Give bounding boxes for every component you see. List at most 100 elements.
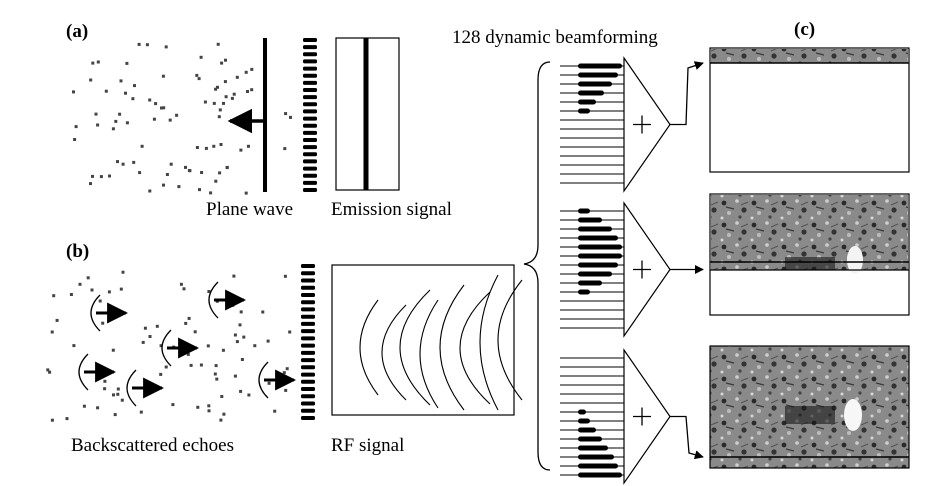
- scatterer-dot: [116, 392, 120, 396]
- output-arrow: [670, 415, 704, 460]
- scatterer-dot: [253, 344, 257, 348]
- transducer-element: [303, 145, 317, 150]
- rf-echo-curve: [479, 274, 499, 411]
- scatterer-dot: [148, 335, 152, 338]
- scatterer-dot: [116, 160, 119, 164]
- beamforming-label: 128 dynamic beamforming: [452, 27, 658, 48]
- echo-arc: [126, 369, 137, 407]
- scatterer-dot: [169, 162, 173, 166]
- scatterer-dot: [131, 97, 135, 101]
- scatterer-dot: [90, 288, 94, 292]
- scatterer-dot: [232, 274, 236, 278]
- scatterer-dot: [140, 144, 144, 148]
- scatterers-a: [72, 42, 292, 195]
- scatterer-dot: [199, 55, 203, 59]
- transducer-element: [303, 59, 317, 64]
- scatterer-dot: [284, 388, 288, 392]
- scatterer-dot: [204, 146, 208, 150]
- scatterer-dot: [96, 123, 100, 127]
- scatterer-dot: [159, 344, 163, 348]
- scatterer-dot: [168, 118, 172, 122]
- scatterer-dot: [82, 404, 86, 408]
- transducer-element: [303, 88, 317, 92]
- scatterer-dot: [242, 335, 246, 339]
- scatterer-dot: [195, 146, 199, 149]
- transducer-element: [301, 314, 315, 319]
- scatterer-dot: [65, 417, 69, 421]
- scatterers-b: [46, 270, 292, 422]
- scatterer-dot: [91, 61, 95, 65]
- scatterer-dot: [225, 165, 229, 169]
- scatterer-dot: [111, 348, 115, 352]
- scatterer-dot: [247, 144, 250, 148]
- scatterer-dot: [195, 73, 199, 77]
- scatterer-dot: [46, 368, 50, 372]
- bmode-image-2-shadow: [785, 257, 835, 270]
- bmode-image-3-target: [844, 399, 862, 431]
- scatterer-dot: [177, 185, 181, 189]
- transducer-element: [301, 394, 315, 399]
- scatterer-dot: [244, 70, 248, 74]
- scatterer-dot: [289, 115, 292, 119]
- scatterer-dot: [99, 175, 103, 179]
- scatterer-dot: [239, 389, 243, 393]
- scatterer-dot: [113, 413, 117, 417]
- scatterer-dot: [209, 191, 213, 195]
- echo-arc: [208, 281, 219, 319]
- rf-echo-curve: [439, 284, 465, 411]
- scatterer-dot: [222, 412, 226, 416]
- output-arrow: [670, 61, 704, 126]
- scatterer-dot: [212, 101, 216, 105]
- scatterer-dot: [213, 372, 217, 376]
- scatterer-dot: [119, 79, 123, 83]
- delay-bar: [578, 108, 590, 114]
- transducer-element: [303, 102, 317, 107]
- scatterer-dot: [239, 148, 243, 152]
- scatterer-dot: [50, 330, 54, 334]
- scatterer-dot: [143, 326, 147, 330]
- transducer-element: [301, 321, 315, 326]
- scatterer-dot: [285, 367, 289, 371]
- scatterer-dot: [223, 80, 227, 84]
- scatterer-dot: [216, 42, 220, 46]
- scatterer-dot: [94, 112, 98, 116]
- transducer-element: [301, 387, 315, 391]
- transducer-element: [303, 109, 317, 114]
- scatterer-dot: [288, 330, 292, 334]
- delay-bar: [578, 253, 622, 259]
- delay-bar: [578, 99, 596, 105]
- bmode-image-1-speckle: [711, 49, 908, 63]
- scatterer-dot: [165, 173, 169, 176]
- scatterer-dot: [200, 171, 204, 174]
- transducer-element: [301, 343, 315, 348]
- scatterer-dot: [50, 418, 54, 422]
- bmode-image-2-target: [847, 246, 863, 274]
- transducer-element: [303, 180, 317, 185]
- beamforming-unit: [560, 56, 704, 193]
- scatterer-dot: [98, 299, 102, 303]
- scatterer-dot: [78, 282, 82, 286]
- scatterer-dot: [118, 112, 122, 116]
- transducer-element: [301, 336, 315, 341]
- echo-arc: [258, 361, 269, 399]
- delay-bar: [578, 454, 614, 460]
- transducer-element: [303, 159, 317, 164]
- scatterer-dot: [219, 418, 223, 422]
- transducer-element: [303, 173, 317, 178]
- delay-bar: [578, 409, 586, 415]
- delay-bar: [578, 445, 608, 451]
- scatterer-dot: [103, 379, 107, 383]
- rf-echo-curve: [399, 289, 431, 406]
- scatterer-dot: [175, 113, 179, 117]
- scatterer-dot: [164, 45, 168, 49]
- plane-wave-label: Plane wave: [206, 199, 294, 220]
- delay-bar: [578, 63, 622, 69]
- transducer-element: [301, 416, 315, 420]
- scatterer-dot: [159, 372, 163, 376]
- transducer-element: [303, 152, 317, 157]
- scatterer-dot: [283, 274, 287, 278]
- transducer-element: [301, 300, 315, 305]
- scatterer-dot: [154, 102, 158, 106]
- scatterer-dot: [246, 90, 249, 93]
- echo-arc: [161, 329, 172, 367]
